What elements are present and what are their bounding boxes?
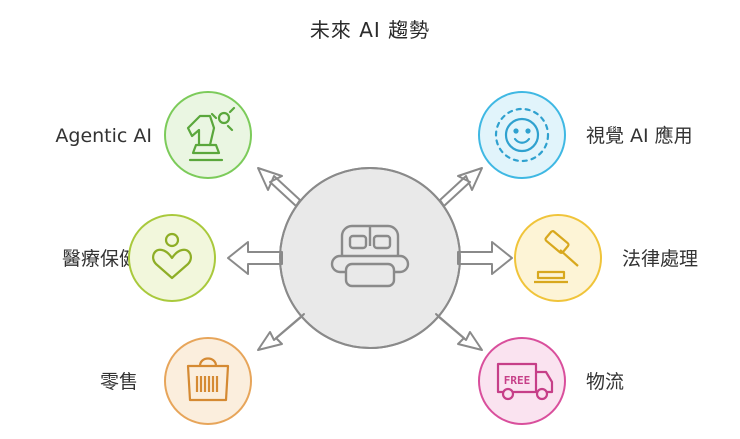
label-legal: 法律處理	[622, 248, 699, 270]
arrow-up-left	[257, 167, 301, 207]
chess-knight-icon	[186, 106, 236, 162]
node-logistics: FREE	[478, 337, 566, 425]
label-vision-ai: 視覺 AI 應用	[586, 125, 693, 147]
robot-icon	[330, 224, 410, 288]
label-retail: 零售	[99, 371, 138, 393]
node-agentic-ai	[164, 91, 252, 179]
arrow-left	[227, 241, 283, 275]
person-heart-icon	[152, 232, 192, 280]
free-delivery-truck-icon	[496, 362, 554, 401]
gavel-icon	[534, 230, 579, 284]
arrow-down-left	[257, 313, 305, 351]
shopping-bag-barcode-icon	[186, 357, 230, 402]
arrow-up-right	[439, 167, 483, 207]
node-vision-ai	[478, 91, 566, 179]
node-retail	[164, 337, 252, 425]
smiley-face-icon	[494, 107, 550, 163]
truck-free-text: FREE	[504, 374, 531, 387]
label-healthcare: 醫療保健	[61, 248, 138, 270]
label-logistics: 物流	[586, 371, 625, 393]
node-healthcare	[128, 214, 216, 302]
diagram-title: 未來 AI 趨勢	[309, 18, 431, 42]
arrow-right	[457, 241, 513, 275]
node-legal	[514, 214, 602, 302]
arrow-down-right	[435, 313, 483, 351]
label-agentic-ai: Agentic AI	[55, 125, 152, 147]
